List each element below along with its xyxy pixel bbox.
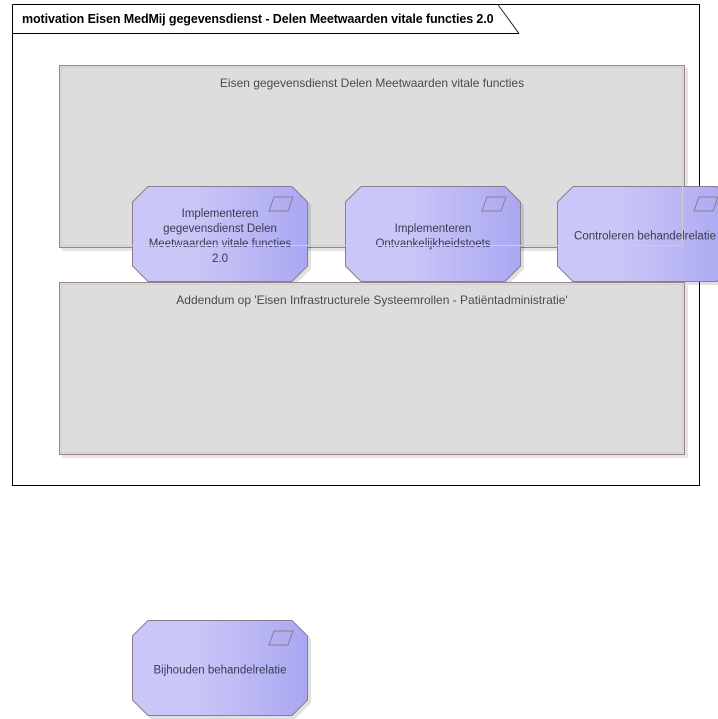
requirement-node-implementeren-gegevensdienst[interactable]: Implementeren gegevensdienst Delen Meetw… <box>132 186 308 282</box>
node-label: Bijhouden behandelrelatie <box>140 658 300 679</box>
requirement-node-bijhouden-behandelrelatie[interactable]: Bijhouden behandelrelatie <box>132 620 308 716</box>
group-eisen-gegevensdienst[interactable]: Eisen gegevensdienst Delen Meetwaarden v… <box>59 65 685 248</box>
requirement-node-controleren-behandelrelatie[interactable]: Controleren behandelrelatie <box>557 186 718 282</box>
requirement-node-implementeren-ontvankelijkheidstoets[interactable]: Implementeren Ontvankelijkheidstoets <box>345 186 521 282</box>
node-label: Implementeren gegevensdienst Delen Meetw… <box>140 201 300 267</box>
group-label: Eisen gegevensdienst Delen Meetwaarden v… <box>60 76 684 90</box>
diagram-title: motivation Eisen MedMij gegevensdienst -… <box>22 4 494 34</box>
group-addendum[interactable]: Addendum op 'Eisen Infrastructurele Syst… <box>59 282 685 455</box>
diagram-title-tab[interactable]: motivation Eisen MedMij gegevensdienst -… <box>12 4 520 34</box>
group-label: Addendum op 'Eisen Infrastructurele Syst… <box>60 293 684 307</box>
node-label: Implementeren Ontvankelijkheidstoets <box>353 216 513 252</box>
diagram-frame: Eisen gegevensdienst Delen Meetwaarden v… <box>12 4 700 486</box>
node-label: Controleren behandelrelatie <box>565 224 718 245</box>
